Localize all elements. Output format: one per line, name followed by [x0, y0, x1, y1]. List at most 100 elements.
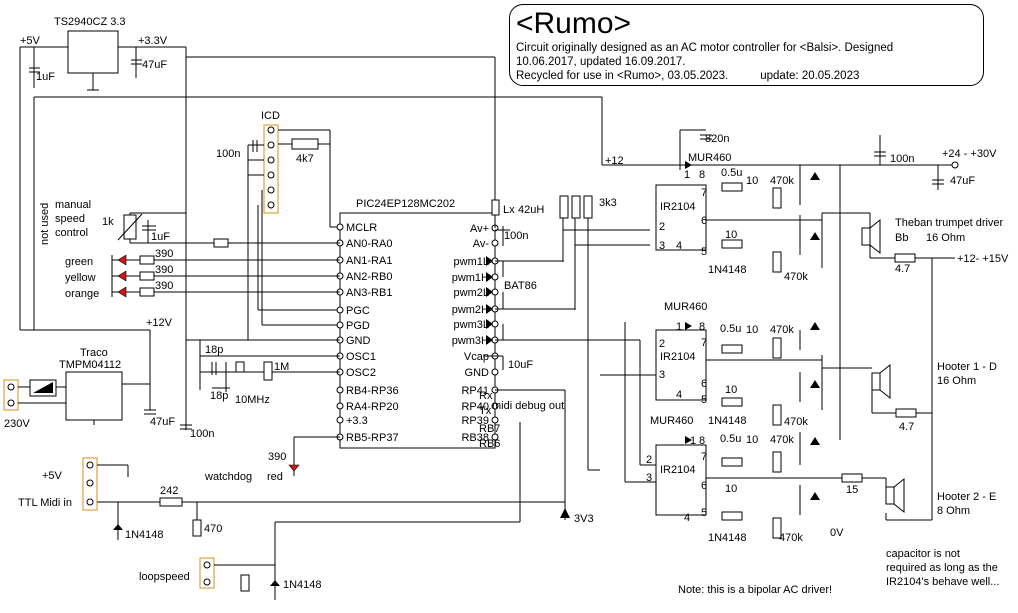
- led-orange-resistor: 390: [155, 280, 173, 292]
- description-line-1: Circuit originally designed as an AC mot…: [516, 42, 894, 54]
- drv3-pin-7: 7: [701, 451, 707, 463]
- hooter-2-speaker: [885, 486, 895, 505]
- mcu-pin-an0: AN0-RA0: [346, 238, 392, 250]
- mcu-pin-rb4: RB4-RP36: [346, 385, 399, 397]
- midi-resistor-470: 470: [204, 523, 222, 535]
- drv1-pin-3: 3: [659, 240, 665, 252]
- gate-res-3: 10: [746, 324, 758, 336]
- rail-5v: +5V: [20, 35, 41, 47]
- mcu-pin-an1: AN1-RA1: [346, 255, 392, 267]
- mcu-pin-avplus: Av+: [470, 223, 489, 235]
- diode-1-label: MUR460: [688, 152, 731, 164]
- drv2-pin-7: 7: [701, 337, 707, 349]
- series-res-2: 4.7: [899, 421, 914, 433]
- inductor-value: 42uH: [518, 204, 544, 216]
- gate-res-2: 10: [725, 229, 737, 241]
- icd-res-label: 4k7: [296, 153, 314, 165]
- serial-debug: midi debug out: [492, 400, 564, 412]
- mcu-pin-ra4: RA4-RP20: [346, 401, 399, 413]
- diode-3-label: MUR460: [650, 415, 693, 427]
- ir2104-upper: [655, 184, 707, 251]
- serial-rb7: RB7: [479, 423, 500, 435]
- pulldown-1: 470k: [770, 175, 794, 187]
- loopspeed-diode: 1N4148: [283, 579, 322, 591]
- watchdog-label: watchdog: [204, 471, 252, 483]
- hooter-1-ohm: 16 Ohm: [937, 375, 976, 387]
- drv2-pin-4: 4: [676, 389, 682, 401]
- pot-value: 1k: [102, 216, 114, 228]
- mcu-pin-vcap: Vcap: [464, 351, 489, 363]
- theban-driver-speaker: [861, 227, 871, 246]
- led-green-label: green: [65, 256, 93, 268]
- xtal-resistor-value: 1M: [274, 361, 289, 373]
- mcu-pin-pwm3l: pwm3L: [454, 319, 489, 331]
- gate-res-1: 10: [746, 175, 758, 187]
- note-bipolar: Note: this is a bipolar AC driver!: [678, 584, 832, 596]
- mcu-pin-pgd: PGD: [346, 320, 370, 332]
- mcu-pin-3v3: +3.3: [346, 415, 368, 427]
- pot-cap-value: 1uF: [151, 231, 170, 243]
- manual-label: manual: [55, 199, 91, 211]
- drv1-pin-4: 4: [676, 240, 682, 252]
- traco-label-1: Traco: [80, 347, 108, 359]
- drv3-pin-2: 2: [646, 454, 652, 466]
- not-used-label: not used: [39, 203, 51, 245]
- xtal-cap-1: 18p: [205, 344, 223, 356]
- rail-12v: +12V: [146, 317, 173, 329]
- led-yellow-label: yellow: [65, 272, 96, 284]
- gate-res-5: 10: [746, 434, 758, 446]
- drv1-pin-2: 2: [659, 221, 665, 233]
- traco-cap-value: 47uF: [150, 416, 175, 428]
- boot-cap-2: 0.5u: [720, 323, 741, 335]
- drv1-pin-6: 6: [701, 215, 707, 227]
- note-cap-line-3: IR2104's behave well...: [886, 576, 999, 588]
- note-cap-line-2: required as long as the: [886, 562, 998, 574]
- midi-in-label: TTL Midi in: [18, 497, 72, 509]
- pulldown-3: 470k: [770, 324, 794, 336]
- led-yellow-resistor: 390: [155, 264, 173, 276]
- hooter-1-speaker: [871, 372, 881, 391]
- mcu-pin-mclr: MCLR: [346, 222, 377, 234]
- title-block: <Rumo> Circuit originally designed as an…: [509, 4, 984, 86]
- mcu-pin-pgc: PGC: [346, 305, 370, 317]
- vcap-value: 10uF: [508, 359, 533, 371]
- serial-tx: Tx: [479, 405, 492, 417]
- traco-supply: [3, 371, 192, 430]
- theban-bb: Bb: [895, 232, 908, 244]
- mcu-pin-pwm2h: pwm2H: [452, 304, 489, 316]
- ir2104-3-label: IR2104: [660, 464, 695, 476]
- rail-3v3-bottom: 3V3: [574, 513, 594, 525]
- gate-res-6: 10: [725, 483, 737, 495]
- schematic-title: <Rumo>: [516, 7, 632, 40]
- inductor-label: Lx: [503, 204, 515, 216]
- mcu-name: PIC24EP128MC202: [356, 198, 455, 210]
- mcu-pin-gnd-right: GND: [465, 367, 490, 379]
- speed-label: speed: [55, 213, 85, 225]
- pulldown-2: 470k: [784, 271, 808, 283]
- traco-label-2: TMPM04112: [59, 359, 121, 371]
- loopspeed-header: [199, 422, 521, 600]
- crystal-body: [235, 361, 245, 373]
- pulldown-5: 470k: [770, 434, 794, 446]
- serial-rb6: RB6: [479, 438, 500, 450]
- led-green-resistor: 390: [155, 248, 173, 260]
- recycle-note: Recycled for use in <Rumo>, 03.05.2023.: [516, 70, 729, 82]
- description-line-2: 10.06.2017, updated 16.09.2017.: [516, 56, 686, 68]
- mcu-pin-rb5: RB5-RP37: [346, 432, 399, 444]
- analog-cap-value: 100n: [504, 230, 528, 242]
- midi-diode: 1N4148: [125, 529, 164, 541]
- supply-cap-value: 100n: [890, 153, 914, 165]
- hooter-1-label: Hooter 1 - D: [937, 361, 997, 373]
- drv2-pin-2: 2: [659, 338, 665, 350]
- theban-label: Theban trumpet driver: [895, 217, 1004, 229]
- mcu-pin-pwm1l: pwm1L: [454, 256, 489, 268]
- rail-3v3: +3.3V: [138, 35, 168, 47]
- mcu-pin-pwm2l: pwm2L: [454, 287, 489, 299]
- rail-12: +12: [605, 155, 624, 167]
- mcu-pin-avminus: Av-: [473, 238, 490, 250]
- ir2104-lower: [655, 444, 707, 516]
- mcu-pin-gnd: GND: [346, 335, 371, 347]
- regulator-name: TS2940CZ 3.3: [54, 16, 126, 28]
